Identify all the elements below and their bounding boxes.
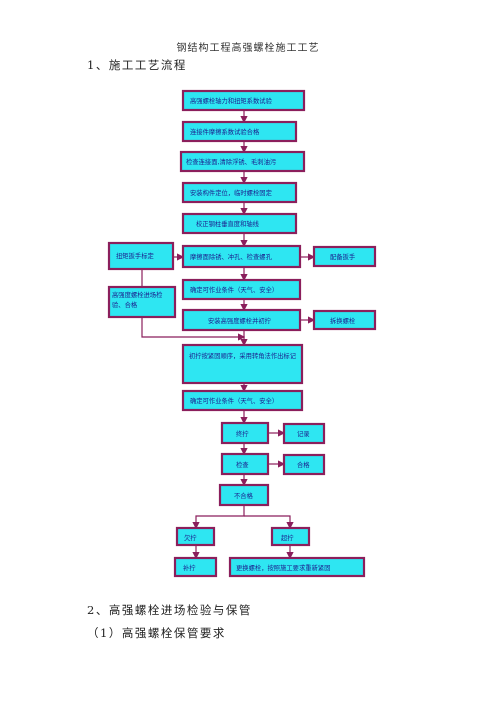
flow-step-6-label: 摩擦面除锈、冲孔、检查螺孔 — [190, 252, 273, 261]
flow-step-2-label: 连接件摩擦系数试验合格 — [190, 127, 260, 136]
flow-step-14: 欠拧 — [175, 526, 216, 547]
flow-step-8-label: 安装高强度螺栓并初拧 — [208, 316, 271, 325]
side-box-bolt-inspection-label: 高强度螺栓进场检验、合格 — [112, 292, 163, 309]
side-box-record-label: 记录 — [297, 430, 310, 438]
section-heading-process: 1、施工工艺流程 — [87, 58, 187, 72]
flow-step-5-label: 校正钢柱垂直度和轴线 — [196, 219, 260, 228]
flow-step-15: 超拧 — [270, 526, 311, 547]
flow-step-1-label: 高强螺栓轴力和扭矩系数试验 — [190, 96, 273, 105]
side-box-pass: 合格 — [282, 453, 326, 476]
flow-step-6: 摩擦面除锈、冲孔、检查螺孔 — [181, 244, 302, 269]
document-title: 钢结构工程高强螺栓施工工艺 — [176, 43, 320, 54]
flow-step-4-label: 安装构件定位，临时螺栓固定 — [190, 188, 273, 197]
flow-step-7-label: 确定可作业条件（天气、安全） — [190, 285, 278, 294]
flow-step-10-label: 确定可作业条件（天气、安全） — [190, 396, 278, 405]
flow-step-7: 确定可作业条件（天气、安全） — [181, 278, 302, 301]
subsection-heading-storage: （1）高强螺栓保管要求 — [87, 626, 226, 640]
flow-step-8: 安装高强度螺栓并初拧 — [181, 308, 302, 332]
flow-step-11: 终拧 — [220, 421, 270, 445]
side-box-replace-bolt-label: 拆换螺栓 — [330, 316, 356, 325]
flow-step-12-label: 检查 — [236, 460, 249, 469]
flow-step-4: 安装构件定位，临时螺栓固定 — [181, 181, 298, 204]
side-box-wrench-calibration-label: 扭矩扳手标定 — [116, 251, 154, 260]
flow-step-11-label: 终拧 — [236, 429, 249, 438]
flow-step-16: 补拧 — [173, 556, 218, 578]
flow-step-13-label: 不合格 — [234, 491, 254, 500]
side-box-pass-label: 合格 — [297, 460, 310, 469]
flow-step-10: 确定可作业条件（天气、安全） — [181, 389, 304, 412]
flow-step-2: 连接件摩擦系数试验合格 — [181, 120, 298, 143]
flow-step-1: 高强螺栓轴力和扭矩系数试验 — [181, 89, 306, 112]
flow-step-3: 检查连接面,清除浮锈、毛刺油污 — [179, 150, 306, 173]
flow-step-13: 不合格 — [218, 483, 270, 507]
side-box-replace-retighten: 更换螺栓，按照施工要求重新紧固 — [228, 556, 366, 578]
side-box-replace-retighten-label: 更换螺栓，按照施工要求重新紧固 — [236, 563, 330, 572]
side-box-wrench-calibration: 扭矩扳手标定 — [107, 241, 175, 271]
flow-step-16-label: 补拧 — [183, 563, 196, 572]
side-box-record: 记录 — [282, 422, 326, 445]
flow-step-9: 初拧按紧固顺序，采用转角法作出标记 — [181, 343, 304, 385]
side-box-wrench-supply: 配备扳手 — [312, 245, 377, 268]
flow-step-14-label: 欠拧 — [184, 533, 197, 542]
flow-step-5: 校正钢柱垂直度和轴线 — [181, 212, 298, 235]
flow-step-12: 检查 — [220, 452, 270, 476]
flow-connectors — [141, 111, 316, 560]
side-box-replace-bolt: 拆换螺栓 — [312, 309, 377, 331]
flow-step-9-label: 初拧按紧固顺序，采用转角法作出标记 — [188, 353, 297, 360]
side-box-wrench-supply-label: 配备扳手 — [330, 252, 355, 261]
flow-step-15-label: 超拧 — [281, 533, 294, 542]
section-heading-inspection: 2、高强螺栓进场检验与保管 — [87, 603, 252, 617]
flow-step-3-label: 检查连接面,清除浮锈、毛刺油污 — [186, 157, 277, 166]
side-box-bolt-inspection: 高强度螺栓进场检验、合格 — [107, 285, 177, 319]
